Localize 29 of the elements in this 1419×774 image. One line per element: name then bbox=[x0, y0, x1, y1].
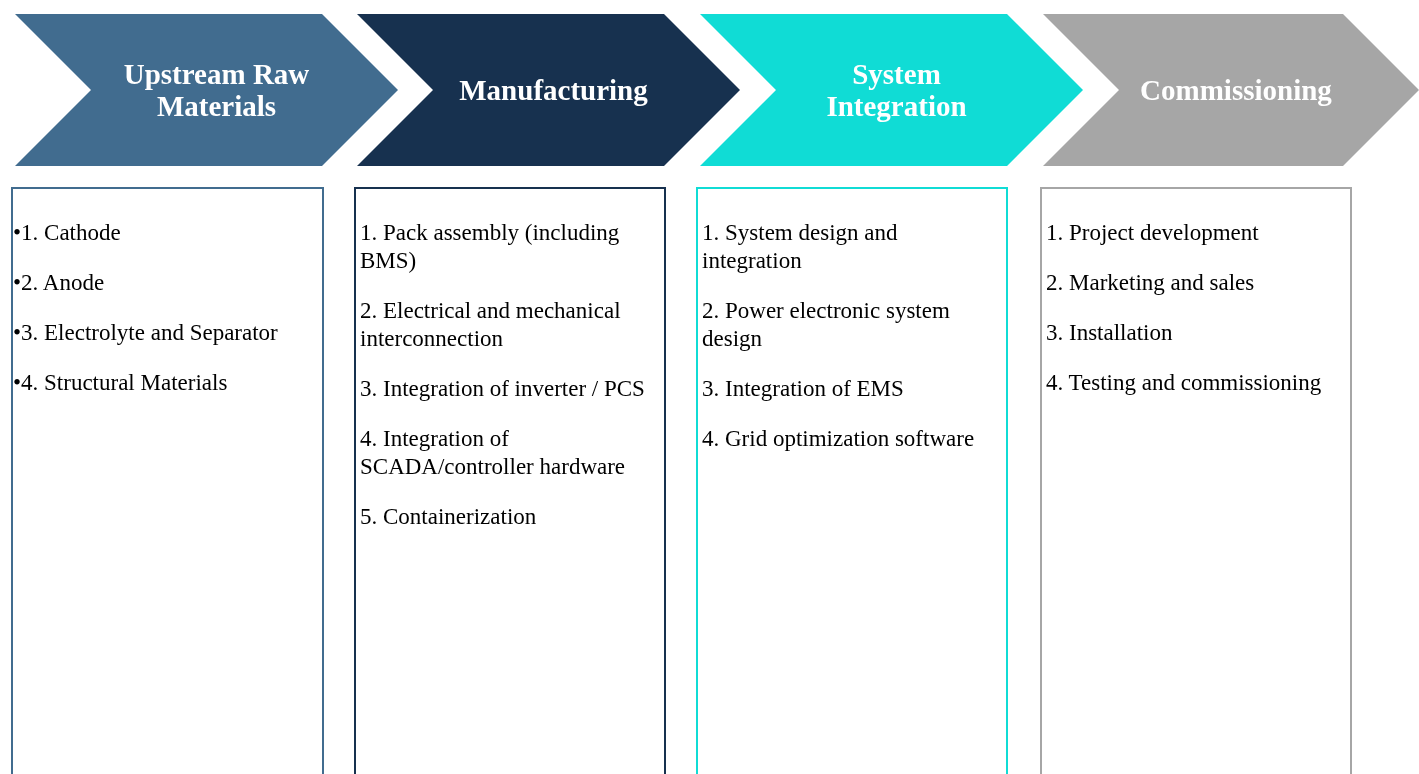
list-item: •2. Anode bbox=[13, 269, 106, 297]
list-item: 2. Power electronic system design bbox=[702, 297, 951, 353]
list-item: 4. Grid optimization software bbox=[702, 425, 976, 453]
chevron-banner bbox=[700, 14, 1083, 166]
stage-title: System Integration bbox=[825, 58, 968, 122]
stage-title: Manufacturing bbox=[458, 74, 649, 106]
stage-title: Upstream Raw Materials bbox=[122, 58, 311, 122]
list-item: 3. Integration of inverter / PCS bbox=[360, 375, 646, 403]
list-item: •1. Cathode bbox=[13, 219, 122, 247]
list-item: 1. Project development bbox=[1046, 219, 1260, 247]
list-item: 1. Pack assembly (including BMS) bbox=[360, 219, 621, 275]
chevron-banner bbox=[15, 14, 398, 166]
list-item: 3. Integration of EMS bbox=[702, 375, 905, 403]
list-item: •3. Electrolyte and Separator bbox=[13, 319, 279, 347]
stage-panel bbox=[1040, 187, 1352, 774]
list-item: 5. Containerization bbox=[360, 503, 538, 531]
stage-panel bbox=[354, 187, 666, 774]
list-item: •4. Structural Materials bbox=[13, 369, 229, 397]
list-item: 4. Testing and commissioning bbox=[1046, 369, 1323, 397]
list-item: 2. Electrical and mechanical interconnection bbox=[360, 297, 622, 353]
stage-panel bbox=[11, 187, 324, 774]
chevron-banner bbox=[357, 14, 740, 166]
list-item: 2. Marketing and sales bbox=[1046, 269, 1256, 297]
stage-panel bbox=[696, 187, 1008, 774]
list-item: 4. Integration of SCADA/controller hardware bbox=[360, 425, 627, 481]
stage-title: Commissioning bbox=[1139, 74, 1333, 106]
list-item: 1. System design and integration bbox=[702, 219, 899, 275]
list-item: 3. Installation bbox=[1046, 319, 1174, 347]
chevron-banner bbox=[1043, 14, 1419, 166]
